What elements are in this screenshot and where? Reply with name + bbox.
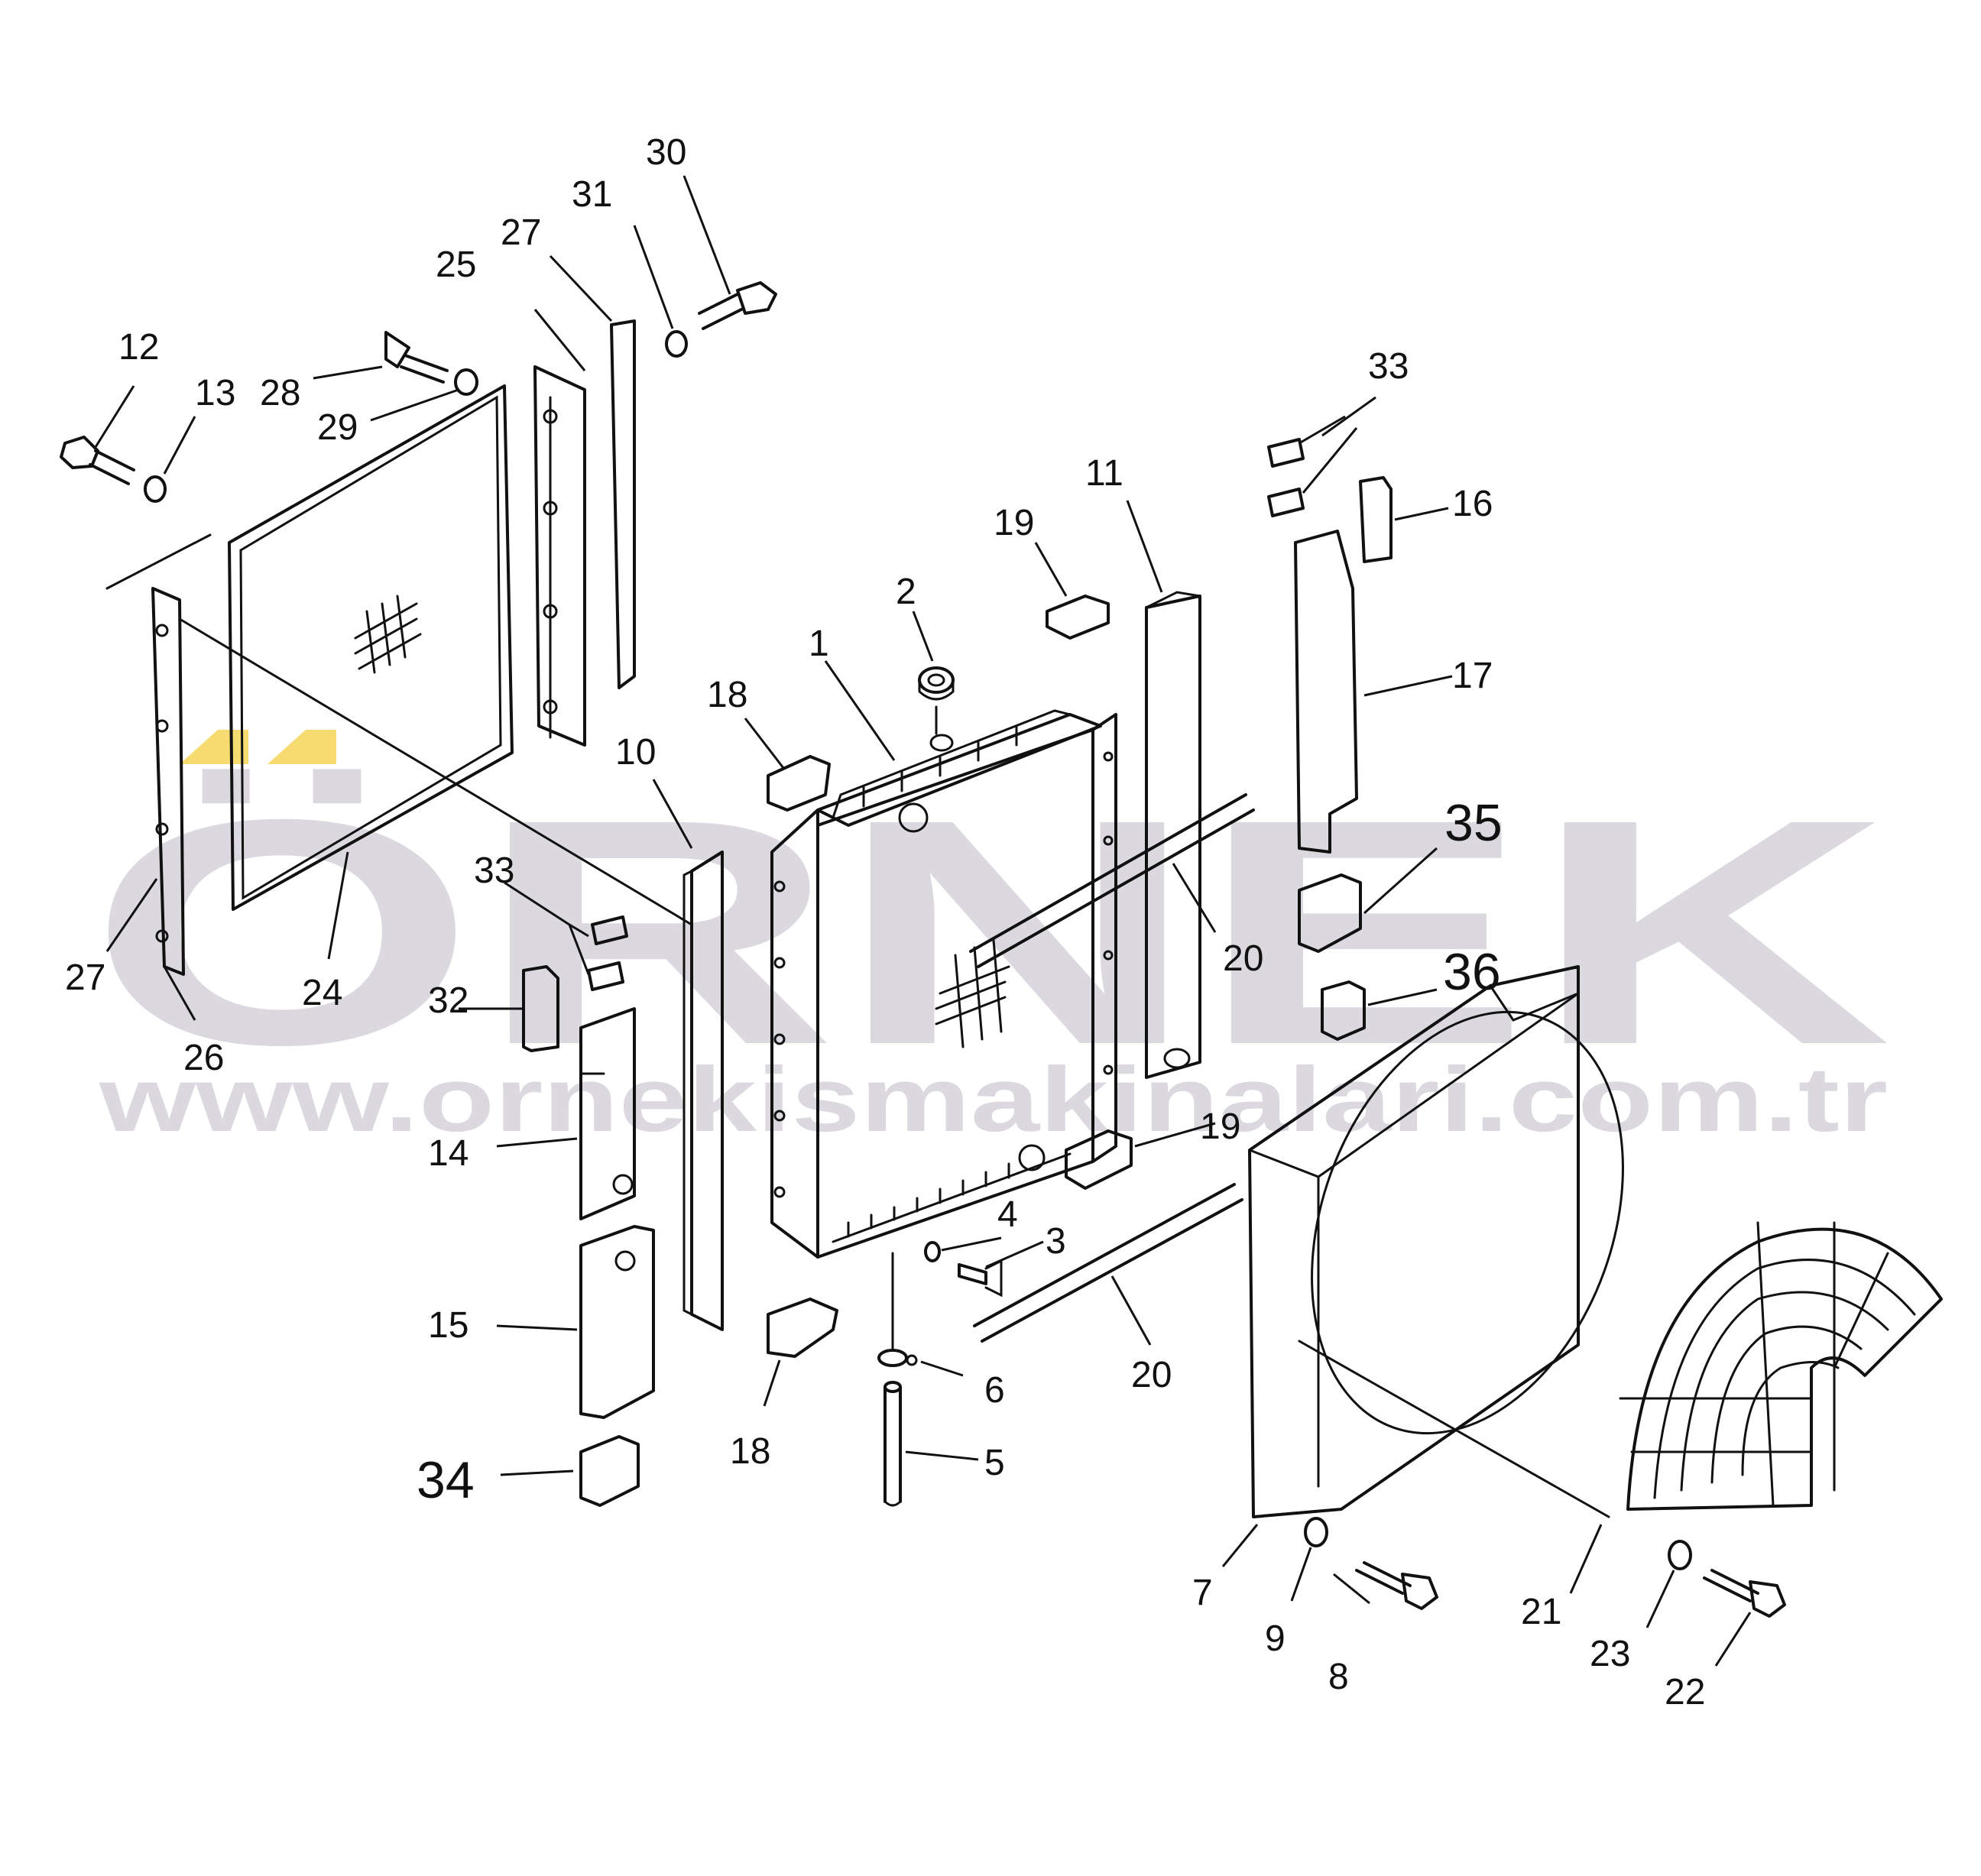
drain-o-ring [924,1241,941,1262]
small-block-right-lower [1321,980,1366,1041]
callout-26: 26 [183,1038,224,1078]
right-cushion [1359,476,1393,563]
callout-8: 8 [1328,1657,1349,1697]
radiator-cap [918,666,955,752]
leader-lines [94,175,1752,1667]
alignment-line-grid [105,533,693,926]
small-block-right-upper [1298,873,1362,953]
watermark: ÖRNEK www.ornekismakinalari.com.tr [88,730,1892,1151]
right-side-bracket [1145,591,1201,1079]
callout-33-right: 33 [1368,346,1409,387]
callout-15: 15 [428,1305,469,1346]
callout-28: 28 [260,373,300,413]
callout-31: 31 [572,174,612,215]
callout-20-lower: 20 [1131,1355,1172,1395]
callout-23: 23 [1590,1634,1630,1674]
callout-1: 1 [809,624,829,664]
callout-4: 4 [997,1194,1018,1235]
watermark-url: www.ornekismakinalari.com.tr [99,1048,1888,1151]
guard-washer [1668,1540,1692,1570]
grid-washer [144,475,167,503]
small-block-left [579,1435,640,1507]
callout-9: 9 [1265,1618,1286,1659]
callout-24: 24 [302,973,342,1013]
callout-16: 16 [1452,484,1493,524]
callout-27-lower: 27 [65,957,105,998]
callout-2: 2 [896,572,916,612]
fan-guard [1619,1221,1943,1511]
watermark-accent-right [267,730,336,764]
callout-30: 30 [646,132,686,173]
callout-34: 34 [417,1451,475,1509]
callout-11: 11 [1085,453,1123,494]
fan-shroud [1248,965,1624,1518]
drain-hose [884,1381,902,1507]
callout-19-upper: 19 [994,503,1034,543]
grid-strip-upper [610,319,636,689]
grid-bolt [60,436,135,485]
watermark-brand: ÖRNEK [88,753,1892,1112]
callout-20-upper: 20 [1223,938,1263,979]
hose-clamp [877,1349,918,1367]
top-block [1046,595,1110,640]
right-seal [1294,530,1358,854]
grid-frame-rail [533,365,586,747]
callout-21: 21 [1521,1592,1561,1632]
rail-washer [665,330,688,358]
left-cushion [522,965,559,1052]
drain-cock [958,1259,1003,1298]
callout-5: 5 [984,1443,1005,1483]
callout-3: 3 [1046,1221,1066,1262]
callout-7: 7 [1192,1573,1213,1613]
wing-washer [454,368,478,396]
pad-pair-left [587,915,628,991]
bottom-block [1065,1129,1133,1190]
callout-labels: 1 2 3 4 5 6 7 8 9 10 11 12 13 14 15 16 1… [65,132,1705,1712]
callout-12: 12 [118,327,159,368]
callout-18-lower: 18 [730,1431,770,1472]
callout-32: 32 [428,980,469,1021]
wing-bolt [384,331,449,384]
cushion-block-upper [767,755,831,812]
left-seal-upper [579,1007,636,1220]
callout-35: 35 [1444,794,1503,852]
left-side-bracket [682,851,724,1331]
callout-29: 29 [317,407,358,448]
callout-13: 13 [195,373,235,413]
parts [60,281,1943,1618]
callout-18-upper: 18 [707,675,747,715]
radiator-grid [228,384,514,911]
callout-17: 17 [1452,656,1493,696]
tie-rod-lower [973,1183,1243,1343]
callout-33-left: 33 [474,851,514,891]
callout-27-upper: 27 [501,212,541,253]
grid-left-rail [151,587,185,976]
callout-19-lower: 19 [1200,1106,1240,1147]
guard-bolt [1703,1569,1786,1618]
cushion-block-lower [767,1298,838,1358]
callout-36: 36 [1443,943,1501,1001]
left-seal-lower [579,1225,655,1419]
alignment-line-guard [1298,1340,1610,1518]
tie-rod-upper [969,793,1255,968]
shroud-washer [1304,1517,1328,1547]
shroud-bolt [1355,1561,1438,1610]
callout-10: 10 [615,732,656,773]
radiator-core [770,709,1117,1259]
callout-14: 14 [428,1133,469,1174]
pad-pair-right [1267,438,1305,517]
callout-25: 25 [436,245,476,285]
callout-6: 6 [984,1370,1005,1411]
rail-bolt [698,281,777,330]
callout-22: 22 [1665,1672,1705,1712]
